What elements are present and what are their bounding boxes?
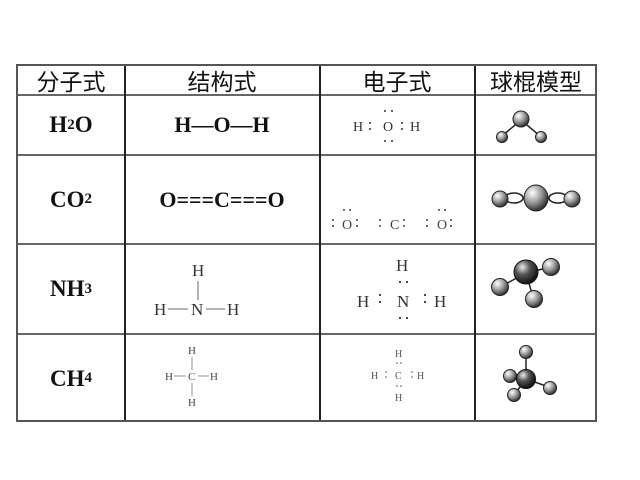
- svg-text:H: H: [188, 397, 196, 409]
- lewis-diagram-nh3: H H N H: [357, 256, 446, 320]
- ball-stick-nh3: [475, 245, 597, 333]
- svg-text:H: H: [353, 120, 363, 135]
- svg-text:C: C: [395, 371, 402, 382]
- svg-text:H: H: [210, 371, 218, 383]
- structure-diagram-nh3: H H N H: [154, 261, 239, 319]
- formula-text: NH: [50, 276, 85, 301]
- lewis-diagram-ch4: H H C H H: [371, 349, 424, 404]
- formula-text: CH: [50, 365, 85, 391]
- svg-text:H: H: [165, 371, 173, 383]
- svg-text:H: H: [395, 393, 402, 404]
- svg-text:H: H: [434, 292, 446, 311]
- svg-text:C: C: [188, 371, 195, 383]
- row-divider: [18, 243, 595, 245]
- column-divider: [319, 66, 321, 420]
- header-ball-stick-model: 球棍模型: [490, 70, 582, 96]
- formula-subscript: 2: [84, 191, 93, 207]
- svg-text:H: H: [192, 261, 204, 280]
- structural-h2o: H—O—H: [174, 112, 270, 137]
- svg-text:O: O: [437, 218, 447, 233]
- svg-text:N: N: [397, 292, 409, 311]
- svg-text:H: H: [188, 345, 196, 357]
- structural-nh3: H H N H: [125, 245, 319, 333]
- row-divider: [18, 154, 595, 156]
- ball-stick-h2o: [475, 96, 597, 154]
- electron-co2: O C O: [320, 156, 474, 243]
- column-divider: [124, 66, 126, 420]
- column-divider: [474, 66, 476, 420]
- row-divider: [18, 333, 595, 335]
- formula-subscript: 2: [67, 116, 75, 133]
- formula-text: H: [49, 112, 68, 137]
- svg-text:H: H: [227, 300, 239, 319]
- svg-text:H: H: [371, 371, 378, 382]
- svg-text:H: H: [396, 256, 408, 275]
- model-co2-icon: [491, 184, 581, 212]
- svg-text:H: H: [417, 371, 424, 382]
- formula-text: O: [74, 112, 93, 137]
- model-nh3-icon: [491, 258, 560, 308]
- formula-subscript: 4: [84, 370, 93, 386]
- header-structural-formula: 结构式: [187, 70, 257, 96]
- formula-text: CO: [50, 186, 85, 212]
- model-ch4-icon: [503, 345, 557, 402]
- electron-h2o: H O H: [320, 96, 474, 154]
- lewis-diagram-co2: O C O: [332, 209, 452, 233]
- ball-stick-ch4: [475, 335, 597, 422]
- model-h2o-icon: [496, 110, 547, 143]
- svg-text:H: H: [410, 120, 420, 135]
- electron-ch4: H H C H H: [320, 335, 474, 422]
- svg-text:O: O: [342, 218, 352, 233]
- svg-text:C: C: [390, 218, 399, 233]
- svg-text:O: O: [383, 120, 393, 135]
- svg-text:H: H: [357, 292, 369, 311]
- svg-text:H: H: [395, 349, 402, 360]
- lewis-diagram-h2o: H O H: [353, 110, 420, 142]
- header-divider: [18, 94, 595, 96]
- svg-text:H: H: [154, 300, 166, 319]
- structure-diagram-ch4: H H C H H: [165, 345, 218, 409]
- structural-ch4: H H C H H: [125, 335, 319, 422]
- header-electron-formula: 电子式: [362, 70, 432, 96]
- ball-stick-co2: [475, 156, 597, 243]
- svg-text:N: N: [191, 300, 203, 319]
- formula-subscript: 3: [84, 280, 93, 297]
- structural-co2: O===C===O: [159, 186, 285, 212]
- electron-nh3: H H N H: [320, 245, 474, 333]
- header-molecular-formula: 分子式: [36, 70, 106, 96]
